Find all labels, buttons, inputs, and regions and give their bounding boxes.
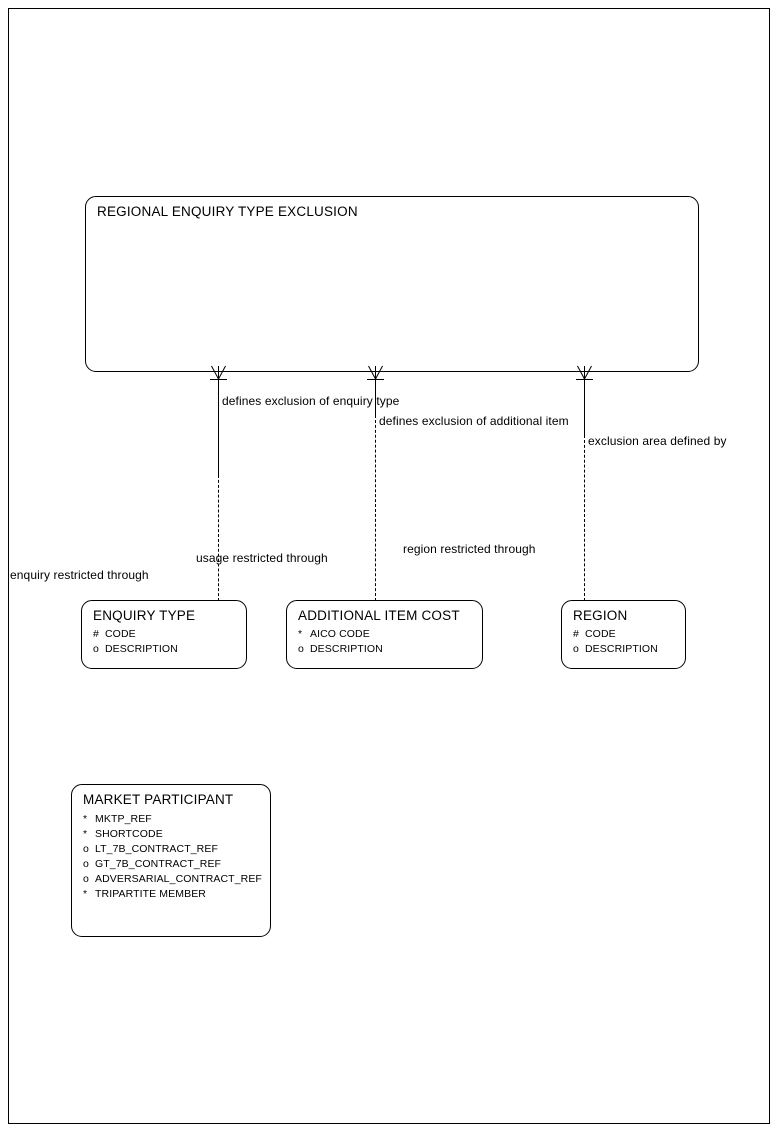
entity-name: REGIONAL ENQUIRY TYPE EXCLUSION (97, 204, 358, 219)
entity-name: REGION (573, 608, 628, 623)
attribute-row: * AICO CODE (298, 627, 482, 642)
page-border (8, 8, 770, 1124)
attribute-marker: * (298, 628, 303, 640)
attribute-marker: # (93, 628, 99, 640)
attribute-marker: o (83, 858, 89, 870)
crows-foot-icon (577, 365, 592, 380)
attribute-label: MKTP_REF (95, 813, 152, 825)
relationship-label-parent: defines exclusion of enquiry type (222, 394, 400, 408)
relationship-label-parent: defines exclusion of additional item (379, 414, 569, 428)
attribute-row: * TRIPARTITE MEMBER (83, 887, 270, 902)
relationship-line-solid (375, 379, 376, 415)
attribute-label: CODE (585, 628, 616, 640)
attribute-label: DESCRIPTION (585, 642, 658, 655)
crows-foot-icon (211, 365, 226, 380)
relationship-label-child: enquiry restricted through (10, 568, 149, 582)
entity-additional-item-cost[interactable]: ADDITIONAL ITEM COST * AICO CODE o DESCRIP… (286, 600, 483, 669)
attribute-row: * MKTP_REF (83, 812, 270, 827)
entity-market-participant[interactable]: MARKET PARTICIPANT * MKTP_REF * SHORTCODE … (71, 784, 271, 937)
attribute-marker: o (573, 642, 579, 655)
attribute-label: SHORTCODE (95, 828, 163, 840)
relationship-label-child: region restricted through (403, 542, 536, 556)
entity-name: MARKET PARTICIPANT (83, 792, 234, 807)
attribute-marker: o (93, 642, 99, 655)
attribute-row: o DESCRIPTION (573, 642, 685, 657)
attribute-marker: * (83, 813, 88, 825)
attribute-marker: o (83, 843, 89, 855)
attribute-list: * AICO CODE o DESCRIPTION (298, 627, 482, 657)
crows-foot-icon (368, 365, 383, 380)
relationship-label-child: usage restricted through (196, 551, 328, 565)
entity-regional-enquiry-type-exclusion[interactable]: REGIONAL ENQUIRY TYPE EXCLUSION (85, 196, 699, 372)
attribute-list: * MKTP_REF * SHORTCODE o LT_7B_CONTRACT_REF… (83, 812, 270, 902)
attribute-marker: * (83, 888, 88, 900)
attribute-marker: * (83, 828, 88, 840)
attribute-label: GT_7B_CONTRACT_REF (95, 858, 222, 870)
attribute-label: DESCRIPTION (310, 642, 383, 655)
attribute-row: o ADVERSARIAL_CONTRACT_REF (83, 872, 270, 887)
attribute-row: # CODE (573, 627, 685, 642)
relationship-line-dashed (375, 415, 376, 601)
attribute-row: * SHORTCODE (83, 827, 270, 842)
entity-name: ADDITIONAL ITEM COST (298, 608, 460, 623)
attribute-row: o DESCRIPTION (93, 642, 246, 657)
attribute-row: o DESCRIPTION (298, 642, 482, 657)
relationship-line-solid (218, 379, 219, 475)
attribute-label: CODE (105, 628, 136, 640)
entity-region[interactable]: REGION # CODE o DESCRIPTION (561, 600, 686, 669)
attribute-list: # CODE o DESCRIPTION (573, 627, 685, 657)
attribute-row: o LT_7B_CONTRACT_REF (83, 842, 270, 857)
entity-enquiry-type[interactable]: ENQUIRY TYPE # CODE o DESCRIPTION (81, 600, 247, 669)
relationship-line-solid (584, 379, 585, 435)
attribute-label: LT_7B_CONTRACT_REF (95, 843, 218, 855)
attribute-row: o GT_7B_CONTRACT_REF (83, 857, 270, 872)
entity-name: ENQUIRY TYPE (93, 608, 196, 623)
attribute-marker: # (573, 628, 579, 640)
attribute-label: ADVERSARIAL_CONTRACT_REF (95, 873, 262, 885)
attribute-label: AICO CODE (310, 628, 370, 640)
relationship-label-parent: exclusion area defined by (588, 434, 727, 448)
attribute-row: # CODE (93, 627, 246, 642)
attribute-label: TRIPARTITE MEMBER (95, 888, 206, 900)
attribute-marker: o (83, 873, 89, 885)
attribute-marker: o (298, 642, 304, 655)
attribute-list: # CODE o DESCRIPTION (93, 627, 246, 657)
relationship-line-dashed (218, 475, 219, 601)
attribute-label: DESCRIPTION (105, 642, 178, 655)
relationship-line-dashed (584, 435, 585, 601)
